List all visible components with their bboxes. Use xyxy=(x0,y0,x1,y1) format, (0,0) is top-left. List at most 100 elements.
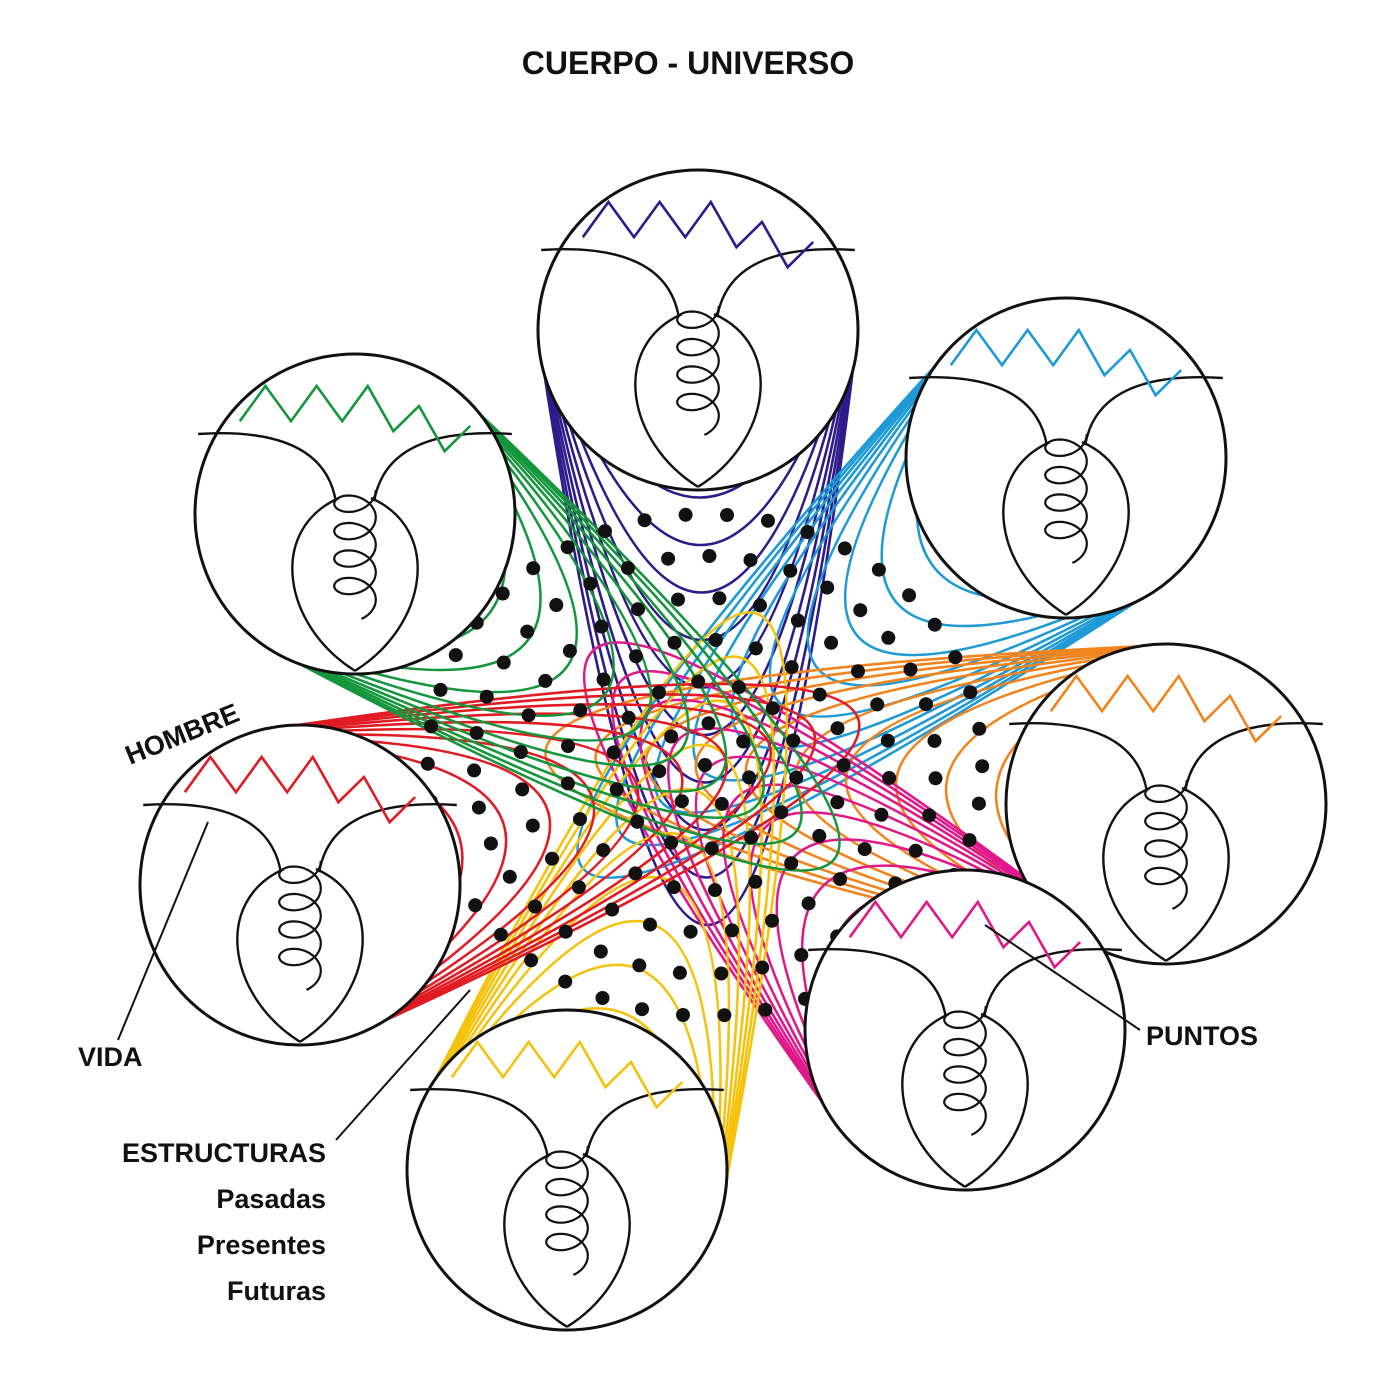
point-dot xyxy=(927,617,942,632)
point-dot xyxy=(714,796,729,811)
point-dot xyxy=(708,633,723,647)
spiral-icon xyxy=(333,489,377,620)
band-arc xyxy=(611,669,1080,1143)
point-dot xyxy=(824,635,839,650)
band-arc xyxy=(653,336,1170,814)
band-arc xyxy=(254,693,817,1039)
point-dot xyxy=(927,733,942,748)
point-dot xyxy=(664,729,679,744)
point-dot xyxy=(676,1008,690,1022)
pointer-estructuras xyxy=(335,989,471,1141)
point-dot xyxy=(620,561,635,575)
point-dot xyxy=(528,899,542,914)
point-dot xyxy=(628,866,643,881)
point-dot xyxy=(483,836,498,851)
band-arc xyxy=(594,644,1180,964)
body-arc-left xyxy=(541,248,680,318)
point-dot xyxy=(631,602,645,617)
point-dot xyxy=(836,758,851,773)
band-arc xyxy=(264,387,615,718)
roots-zigzag xyxy=(1049,673,1283,744)
body-arc-left xyxy=(198,432,337,502)
point-dot xyxy=(702,549,717,563)
point-dot xyxy=(919,697,933,712)
point-dot xyxy=(493,927,508,942)
circle-upper-left xyxy=(193,352,517,676)
band-arc xyxy=(263,385,690,768)
roots-zigzag xyxy=(581,199,815,270)
point-dot xyxy=(629,649,643,664)
body-arc-right xyxy=(373,432,512,502)
point-dot xyxy=(698,758,712,772)
point-dot xyxy=(495,586,510,601)
label-futuras: Futuras xyxy=(227,1276,326,1306)
band-arc xyxy=(666,727,1079,1142)
pointer-puntos xyxy=(984,924,1141,1031)
point-dot xyxy=(786,733,801,748)
band-arc xyxy=(254,703,773,1039)
point-dot xyxy=(774,805,789,820)
body-arc-right xyxy=(318,803,457,873)
point-dot xyxy=(881,630,896,645)
point-dot xyxy=(975,759,990,774)
point-dot xyxy=(621,710,636,725)
point-dot xyxy=(520,624,535,639)
circle-left xyxy=(138,723,462,1047)
point-dot xyxy=(812,828,827,843)
human-circles xyxy=(138,168,1328,1332)
point-dot xyxy=(562,643,577,658)
point-dot xyxy=(424,719,439,734)
point-dot xyxy=(558,924,573,939)
point-dot xyxy=(667,635,682,650)
spiral-icon xyxy=(1144,779,1188,910)
seed-shape xyxy=(503,1152,631,1328)
circle-bottom xyxy=(405,1008,729,1332)
point-dot xyxy=(471,800,486,815)
label-puntos: PUNTOS xyxy=(1146,1021,1258,1051)
band-arc xyxy=(844,339,1167,657)
point-dot xyxy=(963,685,978,700)
point-dot xyxy=(748,641,763,656)
point-dot xyxy=(573,703,588,718)
band-arc xyxy=(261,383,841,872)
point-dot xyxy=(598,524,612,539)
label-estructuras: ESTRUCTURAS xyxy=(122,1138,326,1168)
band-arc xyxy=(416,743,752,1221)
point-dot xyxy=(525,818,540,833)
spiral-icon xyxy=(943,1005,987,1136)
point-dot xyxy=(448,648,463,663)
point-dot xyxy=(561,739,575,753)
point-dot xyxy=(853,603,868,618)
point-dot xyxy=(743,553,758,568)
point-dot xyxy=(902,588,917,603)
point-dot xyxy=(643,917,657,932)
point-dot xyxy=(789,770,804,785)
band-arc xyxy=(775,838,1076,1139)
point-dot xyxy=(635,1002,649,1017)
point-dot xyxy=(753,598,767,613)
label-presentes: Presentes xyxy=(197,1230,326,1260)
band-arc xyxy=(263,386,653,742)
point-dot xyxy=(593,944,608,959)
point-dot xyxy=(783,563,798,578)
point-dot xyxy=(515,782,530,797)
spiral-icon xyxy=(545,1145,589,1276)
point-dot xyxy=(651,685,666,700)
point-dot xyxy=(609,782,624,797)
point-dot xyxy=(594,619,609,634)
point-dot xyxy=(748,874,763,889)
seed-shape xyxy=(634,312,762,488)
point-dot xyxy=(637,513,652,528)
point-dot xyxy=(758,1002,773,1017)
point-dot xyxy=(833,872,848,887)
point-dot xyxy=(736,734,751,749)
band-arc xyxy=(256,735,552,1035)
seed-shape xyxy=(1102,786,1230,962)
point-dot xyxy=(605,902,620,917)
point-dot xyxy=(820,580,835,595)
point-dot xyxy=(882,771,897,785)
point-dot xyxy=(972,721,987,736)
point-dot xyxy=(871,562,886,577)
point-dot xyxy=(583,576,598,591)
